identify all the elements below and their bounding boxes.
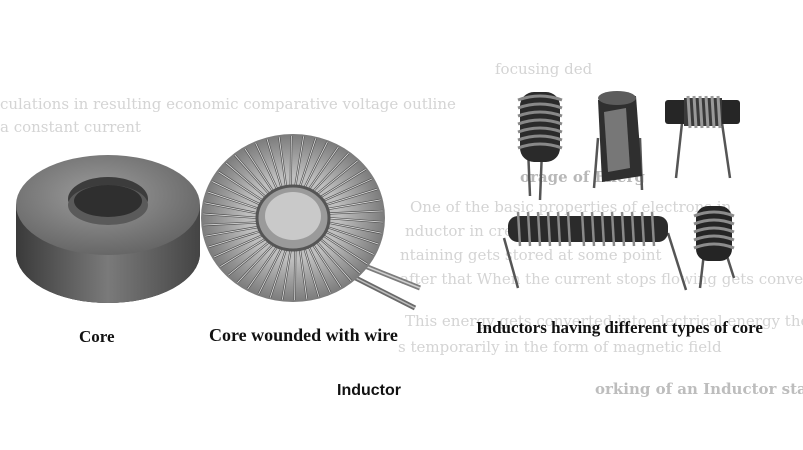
bg-line: s temporarily in the form of magnetic fi… bbox=[398, 338, 722, 356]
inductor-b bbox=[592, 91, 644, 191]
bg-line: This energy gets converted into electric… bbox=[405, 312, 803, 330]
figure-title: Inductor bbox=[337, 382, 401, 399]
wound-toroid-image bbox=[201, 134, 421, 311]
bg-line: focusing ded bbox=[495, 60, 593, 78]
bg-line: a constant current bbox=[0, 118, 141, 136]
bg-line: orking of an Inductor sta stressed bbox=[595, 380, 803, 398]
bg-line: One of the basic properties of electrons… bbox=[410, 198, 732, 216]
caption-core: Core bbox=[79, 327, 115, 346]
toroid-core-image bbox=[16, 155, 200, 303]
inductor-e bbox=[693, 206, 736, 289]
bg-line: ntaining gets stored at some point bbox=[400, 246, 662, 264]
inductor-d bbox=[502, 211, 688, 291]
inductor-a bbox=[517, 92, 563, 201]
assorted-inductors-image bbox=[502, 91, 740, 291]
caption-inductor-types: Inductors having different types of core bbox=[476, 318, 763, 337]
caption-core-wound-with-wire: Core wounded with wire bbox=[209, 325, 398, 345]
inductor-c bbox=[665, 95, 740, 179]
bg-line: culations in resulting economic comparat… bbox=[0, 95, 456, 113]
